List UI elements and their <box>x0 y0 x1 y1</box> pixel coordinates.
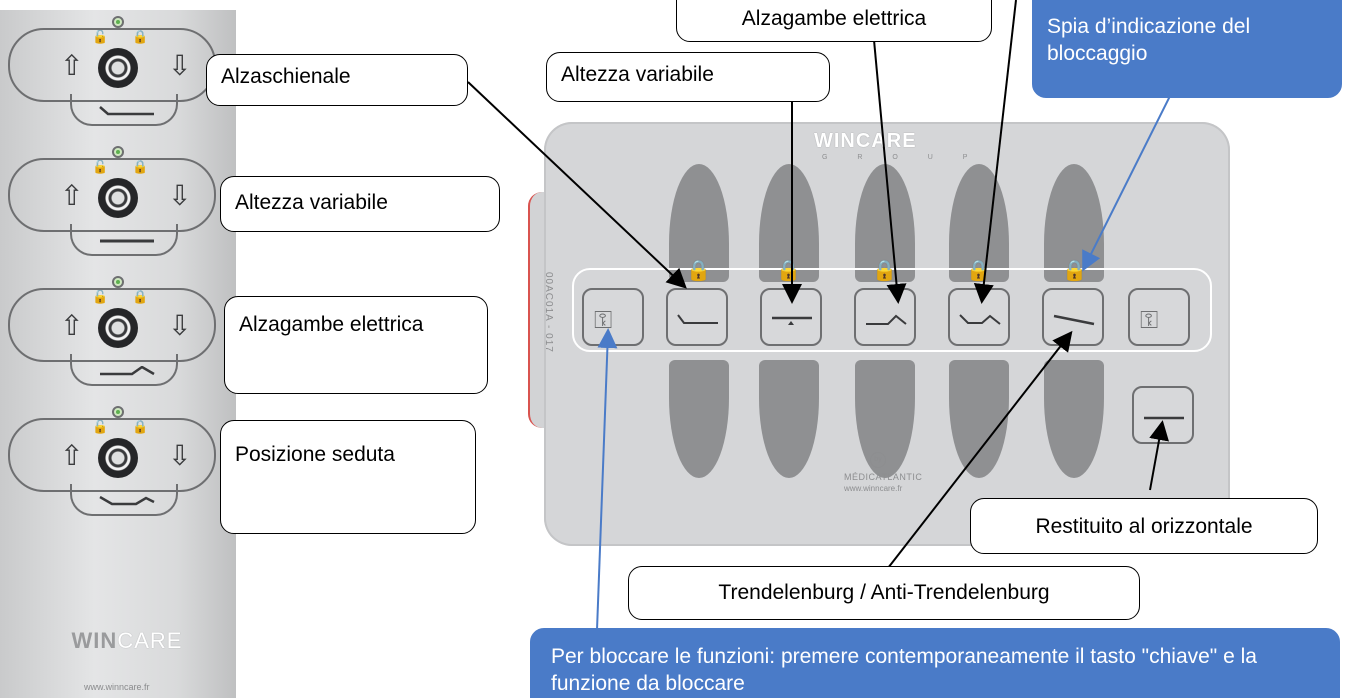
backrest-pictogram-icon <box>677 314 718 324</box>
petal-down-5 <box>1044 360 1104 478</box>
panel-serial: 00AC01A - 017 <box>543 272 554 353</box>
backrest-button[interactable] <box>666 288 728 346</box>
callout-altezza-variabile-left: Altezza variabile <box>220 176 500 232</box>
petal-down-4 <box>949 360 1009 478</box>
remote-module-outline <box>8 158 216 232</box>
lock-indicator-icon: 🔒 <box>872 258 897 282</box>
callout-alzagambe-top: Alzagambe elettrica <box>676 0 992 42</box>
arrow-up-button[interactable]: ⇧ <box>60 179 84 212</box>
lock-indicator-icon: 🔒 <box>966 258 991 282</box>
unlocked-padlock-icon: 🔓 <box>92 30 109 45</box>
remote-module-tab <box>70 94 178 126</box>
height-pictogram-icon <box>772 316 812 325</box>
panel-logo-sub: G R O U P <box>822 154 982 161</box>
lock-indicator-led <box>112 16 124 28</box>
lock-indicator-led <box>112 406 124 418</box>
arrow-down-button[interactable]: ⇩ <box>168 439 192 472</box>
arrow-up-button[interactable]: ⇧ <box>60 309 84 342</box>
callout-alzaschienale: Alzaschienale <box>206 54 468 106</box>
trendelenburg-button[interactable] <box>1042 288 1104 346</box>
remote-module-altezza-variabile: 🔓 🔒 ⇧ ⇩ <box>0 140 236 270</box>
trendelenburg-pictogram-icon <box>1053 314 1095 326</box>
remote-module-alzagambe: 🔓 🔒 ⇧ ⇩ <box>0 270 236 400</box>
horizontal-control-panel: WINCARE G R O U P 00AC01A - 017 🔒 🔒 🔒 🔒 … <box>543 122 1230 546</box>
legrest-button[interactable] <box>854 288 916 346</box>
panel-logo: WINCARE <box>814 130 917 152</box>
lock-indicator-icon: 🔒 <box>686 258 711 282</box>
key-icon: ⚿ <box>1140 306 1159 334</box>
callout-posizione-seduta: Posizione seduta <box>220 420 476 534</box>
backrest-pictogram-icon <box>99 106 154 116</box>
vertical-remote: 🔓 🔒 ⇧ ⇩ 🔓 🔒 ⇧ ⇩ 🔓 🔒 ⇧ ⇩ <box>0 10 236 698</box>
key-lock-knob[interactable] <box>98 178 138 218</box>
arrow-up-button[interactable]: ⇧ <box>60 439 84 472</box>
callout-trendelenburg: Trendelenburg / Anti-Trendelenburg <box>628 566 1140 620</box>
petal-down-2 <box>759 360 819 478</box>
remote-module-tab <box>70 354 178 386</box>
remote-module-tab <box>70 484 178 516</box>
remote-module-outline <box>8 288 216 362</box>
by-mark: by <box>870 452 886 468</box>
remote-module-tab <box>70 224 178 256</box>
petal-up-2 <box>759 164 819 282</box>
arrow-down-button[interactable]: ⇩ <box>168 309 192 342</box>
horizontal-pictogram-icon <box>1144 416 1184 420</box>
lock-indicator-led <box>112 276 124 288</box>
remote-module-alzaschienale: 🔓 🔒 ⇧ ⇩ <box>0 10 236 140</box>
legrest-pictogram-icon <box>866 314 907 325</box>
height-pictogram-icon <box>100 239 154 243</box>
remote-logo: WINCARE <box>71 628 183 653</box>
key-icon: ⚿ <box>594 306 613 334</box>
panel-url: www.winncare.fr <box>844 484 903 493</box>
lock-indicator-icon: 🔒 <box>776 258 801 282</box>
key-lock-knob[interactable] <box>98 308 138 348</box>
seated-position-pictogram-icon <box>959 314 1001 325</box>
callout-spia-indicazione: Spia d’indicazione del bloccaggio <box>1032 0 1342 98</box>
callout-bloccare-funzioni: Per bloccare le funzioni: premere contem… <box>530 628 1340 698</box>
seated-position-button[interactable] <box>948 288 1010 346</box>
callout-restituito: Restituito al orizzontale <box>970 498 1318 554</box>
callout-alzagambe-left: Alzagambe elettrica <box>224 296 488 394</box>
remote-module-posizione-seduta: 🔓 🔒 ⇧ ⇩ <box>0 400 236 530</box>
unlocked-padlock-icon: 🔓 <box>92 160 109 175</box>
remote-url: www.winncare.fr <box>84 682 150 692</box>
seated-position-pictogram-icon <box>99 496 155 506</box>
height-button[interactable] <box>760 288 822 346</box>
legrest-pictogram-icon <box>100 366 155 376</box>
locked-padlock-icon: 🔒 <box>132 30 149 45</box>
locked-padlock-icon: 🔒 <box>132 420 149 435</box>
key-button-right[interactable]: ⚿ <box>1128 288 1190 346</box>
petal-down-1 <box>669 360 729 478</box>
unlocked-padlock-icon: 🔓 <box>92 420 109 435</box>
arrow-down-button[interactable]: ⇩ <box>168 179 192 212</box>
key-lock-knob[interactable] <box>98 438 138 478</box>
locked-padlock-icon: 🔒 <box>132 160 149 175</box>
key-button-left[interactable]: ⚿ <box>582 288 644 346</box>
arrow-up-button[interactable]: ⇧ <box>60 49 84 82</box>
callout-altezza-variabile-top: Altezza variabile <box>546 52 830 102</box>
arrow-down-button[interactable]: ⇩ <box>168 49 192 82</box>
remote-module-outline <box>8 418 216 492</box>
unlocked-padlock-icon: 🔓 <box>92 290 109 305</box>
lock-indicator-icon: 🔒 <box>1062 258 1087 282</box>
locked-padlock-icon: 🔒 <box>132 290 149 305</box>
key-lock-knob[interactable] <box>98 48 138 88</box>
lock-indicator-led <box>112 146 124 158</box>
reset-horizontal-button[interactable] <box>1132 386 1194 444</box>
panel-brand: MÉDICATLANTIC <box>844 472 923 482</box>
